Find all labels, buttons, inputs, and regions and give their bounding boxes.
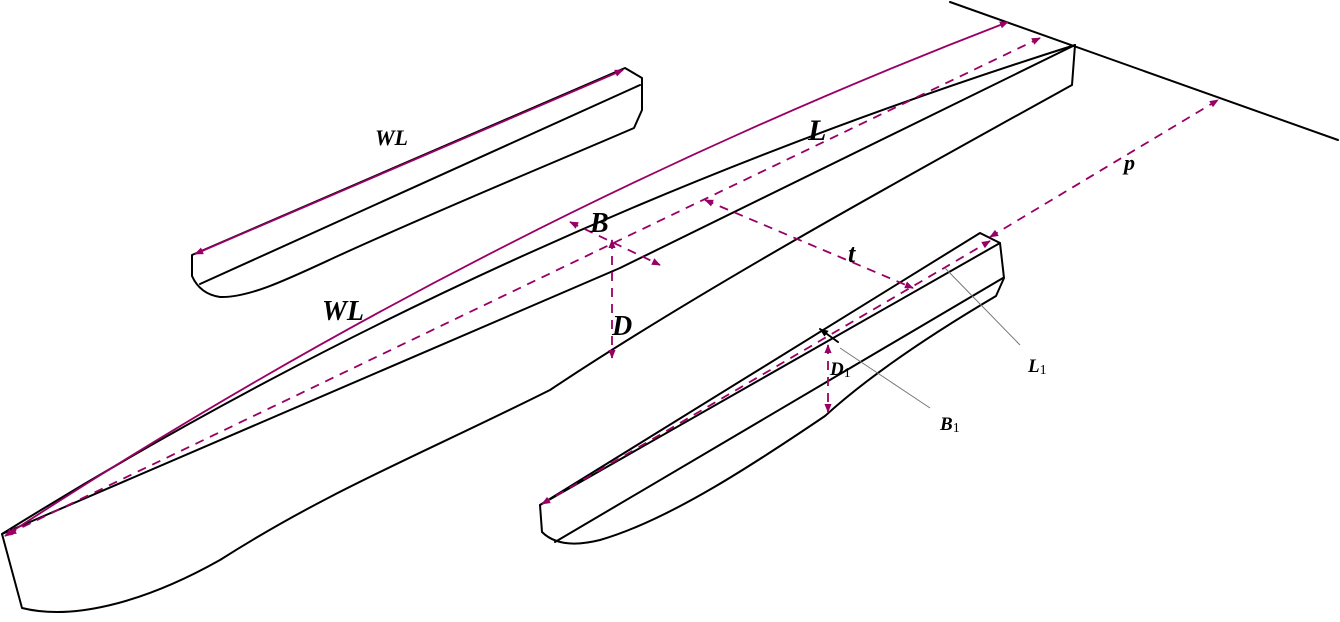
label-distance: p [1122,150,1135,175]
label-wl-main: WL [322,296,364,327]
label-depth1-sub: 1 [844,366,851,381]
label-beam1: B1 [939,414,960,436]
dimension-lines [4,21,1219,537]
wl-main-dimension [4,21,1009,537]
label-wl-small: WL [375,125,408,150]
label-beam1-sub: 1 [953,421,960,436]
leader-b1 [839,347,931,409]
length1-dimension [541,240,991,505]
label-spacing: t [848,239,856,268]
leader-l1 [944,267,1021,346]
label-beam1-main: B [939,414,953,435]
label-length1-main: L [1027,356,1040,377]
label-length1-sub: 1 [1040,363,1047,378]
wl-small-dimension [194,69,624,255]
label-length1: L1 [1027,356,1047,378]
lower-right-hull [539,232,1005,545]
label-beam: B [589,208,609,239]
label-length: L [807,114,826,147]
label-depth1-main: D [829,359,844,380]
label-depth: D [611,311,632,342]
label-depth1: D1 [829,359,851,381]
distance-dimension [989,99,1219,238]
reference-line [949,1,1339,141]
